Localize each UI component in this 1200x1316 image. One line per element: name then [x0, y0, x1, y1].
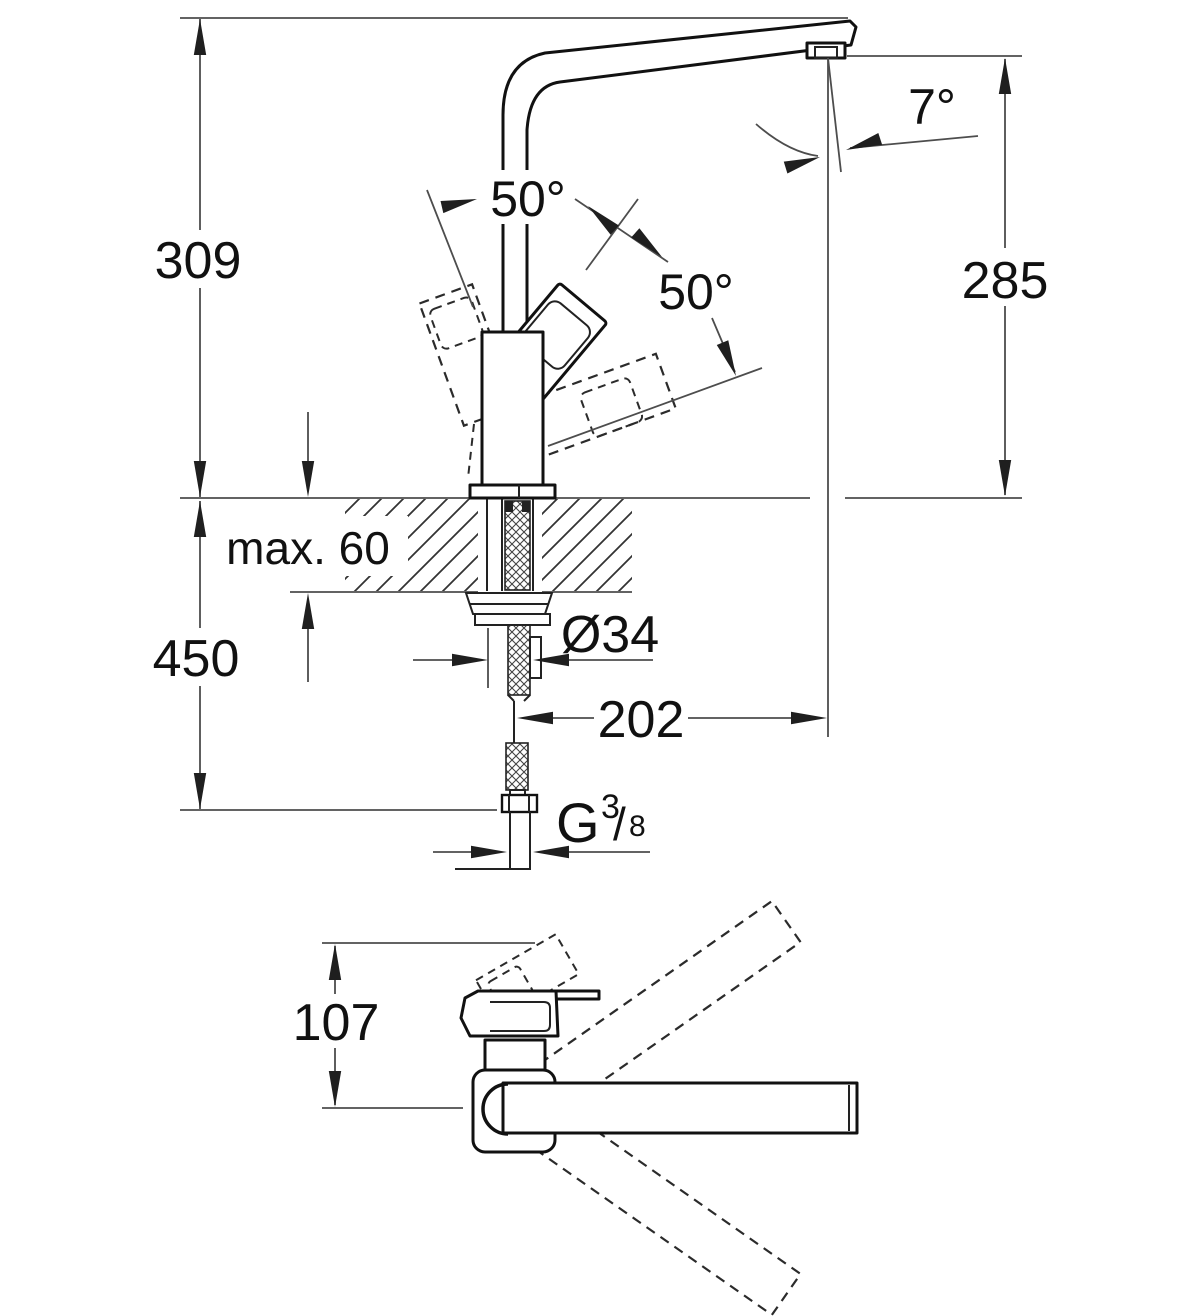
label-450: 450 — [153, 630, 240, 688]
threaded-shank-lower — [507, 624, 531, 696]
spout-swivel-dashed-up — [524, 899, 803, 1116]
plan-spout-bar — [501, 1081, 859, 1135]
aerator — [814, 46, 838, 59]
label-202: 202 — [598, 691, 685, 749]
dimension-labels: 309 285 50° 50° 7° max. 60 450 Ø34 202 G… — [148, 79, 1054, 1052]
label-g38: G 3 / 8 — [556, 788, 646, 854]
tilt-arc — [755, 123, 819, 157]
dim-line-o34 — [413, 628, 653, 688]
faucet-body — [480, 330, 545, 489]
label-7deg: 7° — [908, 79, 956, 135]
label-285: 285 — [962, 252, 1049, 310]
spout-outlet — [805, 41, 847, 60]
label-107: 107 — [293, 994, 380, 1052]
faucet-top-view — [322, 899, 859, 1316]
mounting-hardware — [455, 499, 554, 870]
spout-swivel-dashed-down — [524, 1100, 803, 1316]
g38-nut — [500, 793, 539, 814]
label-309: 309 — [155, 232, 242, 290]
faucet-side-view — [418, 19, 858, 500]
crossed-angle-lines — [574, 198, 669, 271]
plan-pivot-d — [481, 1082, 509, 1136]
threaded-shank-upper — [504, 500, 531, 591]
horseshoe-washer — [464, 592, 554, 615]
label-o34: Ø34 — [561, 606, 659, 664]
spout-riser — [501, 19, 858, 332]
braided-hose — [505, 742, 529, 791]
hose-core — [507, 694, 531, 743]
dimension-lines — [180, 17, 1022, 859]
washer-plate — [474, 613, 551, 626]
plan-handle — [459, 989, 560, 1038]
svg-text:3: 3 — [601, 788, 620, 826]
tilt-7deg-line — [827, 57, 842, 173]
label-50-left: 50° — [490, 171, 566, 227]
countertop-slab — [180, 497, 1022, 593]
svg-text:8: 8 — [629, 810, 646, 843]
label-50-right: 50° — [658, 264, 734, 320]
svg-text:G: G — [556, 791, 600, 854]
ext-line-50-left — [426, 189, 474, 308]
supply-pipe — [455, 812, 531, 870]
svg-text:/: / — [613, 798, 626, 850]
label-max60: max. 60 — [226, 522, 390, 574]
base-flange — [468, 483, 557, 500]
